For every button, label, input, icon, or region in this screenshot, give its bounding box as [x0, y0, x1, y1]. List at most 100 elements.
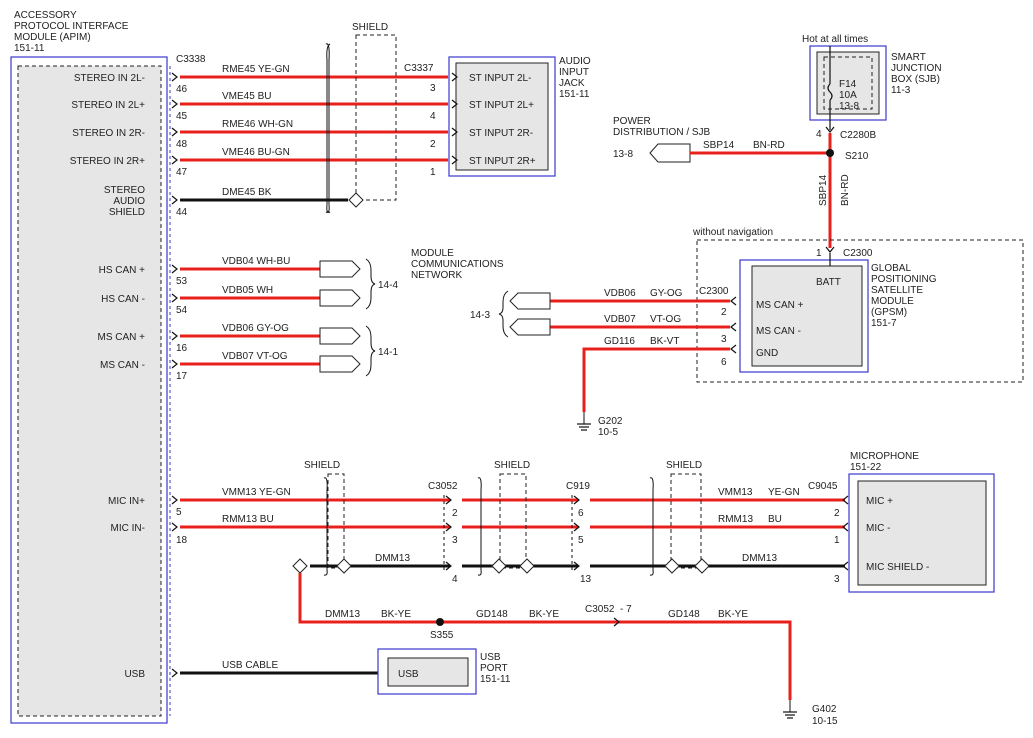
sjb-pin: 4 — [816, 129, 822, 140]
sjb-fuse-box — [823, 56, 873, 110]
sjb-title: BOX (SJB) — [891, 74, 940, 85]
mic-pin-label: MIC + — [866, 496, 893, 507]
connector-c3052: C3052 — [428, 481, 458, 492]
option-box — [696, 239, 1024, 383]
power-ref: 13-8 — [613, 149, 633, 160]
apim-pin-number: 48 — [176, 139, 188, 150]
fuse-ref: 13-8 — [839, 101, 859, 112]
usb-label: USB — [398, 669, 419, 680]
gpsm-pin-number: 3 — [721, 334, 727, 345]
shield-top: SHIELD — [325, 22, 397, 213]
pin-number: 5 — [578, 535, 584, 546]
mic-title: MICROPHONE — [850, 451, 919, 462]
gpsm-title: (GPSM) — [871, 307, 907, 318]
apim-connector: C3338 — [176, 54, 206, 65]
jack-pin-number: 2 — [430, 139, 436, 150]
jack-ref: 151-11 — [559, 89, 590, 100]
gpsm-body — [751, 265, 863, 367]
apim-chevrons — [171, 72, 178, 678]
gpsm-pin-number: 2 — [721, 307, 727, 318]
sjb-outline — [809, 45, 887, 121]
network-arrow — [319, 260, 361, 278]
apim-outline — [10, 56, 168, 724]
splice-s355 — [436, 618, 444, 626]
shield-drain-diamond — [292, 558, 308, 574]
wire-label: RMM13 — [718, 514, 753, 525]
wire-label: DMM13 — [742, 553, 777, 564]
jack-connector: C3337 — [404, 63, 434, 74]
ground-label: G202 — [598, 416, 623, 427]
apim-pin-number: 45 — [176, 111, 188, 122]
power-circuit: SBP14 — [703, 140, 735, 151]
usb-title: USB — [480, 652, 501, 663]
network-ref-ms: 14-1 — [378, 347, 398, 358]
wire-label: VMM13 — [718, 487, 753, 498]
connector-pin: - 7 — [620, 604, 632, 615]
jack-pin-label: ST INPUT 2L+ — [469, 100, 534, 111]
jack-title: INPUT — [559, 67, 589, 78]
shield-drain-diamond — [348, 192, 364, 208]
apim-pin-label: USB — [124, 669, 145, 680]
gpsm-title: SATELLITE — [871, 285, 923, 296]
apim-pin-number: 47 — [176, 167, 188, 178]
usb-title: PORT — [480, 663, 508, 674]
shield-drain-diamond — [336, 558, 352, 574]
apim-pin-label: MIC IN- — [111, 523, 145, 534]
power-color: BN-RD — [753, 140, 785, 151]
pin-number: 13 — [580, 574, 592, 585]
mic-pin-label: MIC SHIELD - — [866, 562, 929, 573]
wire-label: VDB07 — [604, 314, 636, 325]
shield-label: SHIELD — [494, 460, 530, 471]
apim-module: ACCESSORY PROTOCOL INTERFACE MODULE (API… — [10, 10, 206, 724]
apim-pin-label: HS CAN - — [101, 294, 145, 305]
network-arrow — [319, 327, 361, 345]
splice-label: S210 — [845, 151, 869, 162]
gpsm-module: without navigation 1 C2300 BATT MS CAN +… — [470, 227, 1024, 438]
gpsm-pin-label: MS CAN - — [756, 326, 801, 337]
jack-title: JACK — [559, 78, 585, 89]
ground-icon — [577, 412, 591, 431]
apim-pin-number: 17 — [176, 371, 188, 382]
splice-label: S355 — [430, 630, 454, 641]
apim-pin-label: STEREO IN 2R+ — [70, 156, 145, 167]
wire-label: VDB04 WH-BU — [222, 256, 290, 267]
apim-pin-number: 18 — [176, 535, 188, 546]
smart-junction-box: Hot at all times F14 10A 13-8 SMART JUNC… — [802, 34, 942, 141]
network-ref-gps: 14-3 — [470, 310, 490, 321]
wire-label: DMM13 — [375, 553, 410, 564]
shield-box — [327, 473, 345, 569]
apim-pin-number: 16 — [176, 343, 188, 354]
mic-pin-label: MIC - — [866, 523, 890, 534]
wire-label: VME45 BU — [222, 91, 271, 102]
ground-ref: 10-5 — [598, 427, 618, 438]
mic-body — [857, 480, 987, 586]
audio-wires: RME45 YE-GN VME45 BU RME46 WH-GN VME46 B… — [180, 64, 448, 202]
apim-pin-label: HS CAN + — [99, 265, 146, 276]
jack-pin-number: 4 — [430, 111, 436, 122]
pin-number: 3 — [452, 535, 458, 546]
apim-pin-number: 54 — [176, 305, 188, 316]
gpsm-connector: C2300 — [843, 248, 873, 259]
shield-box — [670, 473, 702, 569]
ground-ref: 10-15 — [812, 716, 838, 727]
pin-number: 4 — [452, 574, 458, 585]
apim-pin-label: STEREO IN 2L- — [74, 73, 145, 84]
wire-label: GD116 — [604, 336, 635, 347]
fuse-amps: 10A — [839, 90, 857, 101]
gpsm-title: GLOBAL — [871, 263, 911, 274]
apim-title-1: ACCESSORY — [14, 10, 77, 21]
wire-label: DMM13 — [325, 609, 360, 620]
pin-number: 3 — [834, 574, 840, 585]
apim-pin-label: STEREO IN 2L+ — [71, 100, 145, 111]
apim-pin-number: 53 — [176, 276, 188, 287]
apim-pin-label: AUDIO — [113, 196, 145, 207]
wire-label: VDB07 VT-OG — [222, 351, 288, 362]
usb-cable-label: USB CABLE — [222, 660, 278, 671]
usb-port: USB CABLE USB USB PORT 151-11 — [180, 648, 511, 695]
gpsm-option: without navigation — [692, 227, 773, 238]
connector-c9045: C9045 — [808, 481, 838, 492]
power-distribution: POWER DISTRIBUTION / SJB 13-8 SBP14 BN-R… — [613, 116, 869, 248]
network-title: MODULE — [411, 248, 454, 259]
apim-pin-label: SHIELD — [109, 207, 145, 218]
